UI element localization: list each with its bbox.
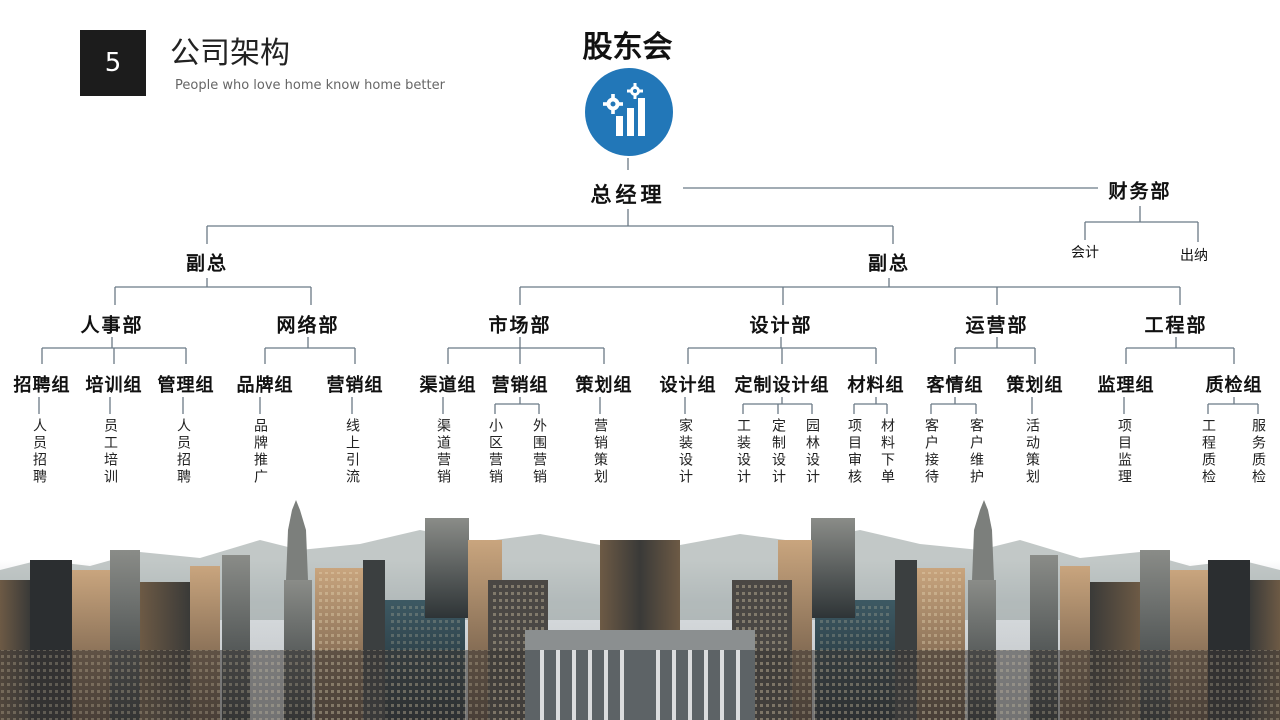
org-node-group: 培训组 [85, 375, 143, 396]
slide-subtitle: People who love home know home better [175, 78, 445, 93]
org-node-task: 项目监理 [1116, 418, 1132, 486]
org-node-task: 外围营销 [531, 418, 547, 486]
org-node-task: 营销策划 [592, 418, 608, 486]
org-node-group: 管理组 [157, 375, 215, 396]
org-node-group: 策划组 [575, 375, 633, 396]
org-node-group: 品牌组 [236, 375, 294, 396]
city-skyline-illustration [0, 500, 1280, 720]
org-node-department: 网络部 [276, 314, 340, 337]
org-node-group: 监理组 [1097, 375, 1155, 396]
company-logo [585, 68, 673, 156]
org-connector-lines [38, 158, 1259, 414]
gear-chart-icon [603, 83, 645, 136]
org-node-task: 人员招聘 [175, 418, 191, 486]
org-node-task: 小区营销 [487, 418, 503, 486]
org-node-task: 线上引流 [344, 418, 360, 486]
org-node-department: 工程部 [1144, 314, 1208, 337]
org-node-group: 材料组 [847, 375, 905, 396]
org-node-group: 质检组 [1205, 375, 1263, 396]
org-node-vp-left: 副总 [185, 252, 229, 275]
org-node-group: 营销组 [326, 375, 384, 396]
org-node-task: 人员招聘 [31, 418, 47, 486]
org-node-department: 人事部 [80, 314, 144, 337]
org-node-group: 策划组 [1006, 375, 1064, 396]
org-node-task: 园林设计 [804, 418, 820, 486]
section-number-box: 5 [80, 30, 146, 96]
org-node-ceo: 总经理 [590, 183, 666, 207]
org-node-task: 员工培训 [102, 418, 118, 486]
org-node-group: 营销组 [491, 375, 549, 396]
org-node-task: 活动策划 [1024, 418, 1040, 486]
org-node-task: 品牌推广 [252, 418, 268, 486]
org-node-group: 设计组 [659, 375, 717, 396]
org-node-task: 渠道营销 [435, 418, 451, 486]
org-node-cashier: 出纳 [1180, 248, 1208, 264]
slide-title: 公司架构 [170, 36, 290, 71]
org-node-accountant: 会计 [1071, 245, 1099, 261]
org-node-group: 招聘组 [13, 375, 71, 396]
org-node-task: 工程质检 [1200, 418, 1216, 486]
org-node-group: 定制设计组 [734, 375, 830, 396]
section-number: 5 [104, 48, 122, 78]
org-node-department: 市场部 [488, 314, 552, 337]
org-node-department: 运营部 [965, 314, 1029, 337]
org-node-task: 服务质检 [1250, 418, 1266, 486]
org-node-department: 设计部 [749, 314, 813, 337]
org-node-group: 客情组 [926, 375, 984, 396]
org-top-shareholders: 股东会 [582, 30, 673, 65]
org-node-task: 客户接待 [923, 418, 939, 486]
org-node-task: 项目审核 [846, 418, 862, 486]
org-node-finance: 财务部 [1108, 180, 1172, 203]
org-node-task: 材料下单 [879, 418, 895, 486]
org-node-task: 客户维护 [968, 418, 984, 486]
org-node-vp-right: 副总 [867, 252, 911, 275]
org-node-group: 渠道组 [419, 375, 477, 396]
city-skyline-image [0, 500, 1280, 720]
org-node-task: 工装设计 [735, 418, 751, 486]
org-node-task: 家装设计 [677, 418, 693, 486]
org-node-task: 定制设计 [770, 418, 786, 486]
